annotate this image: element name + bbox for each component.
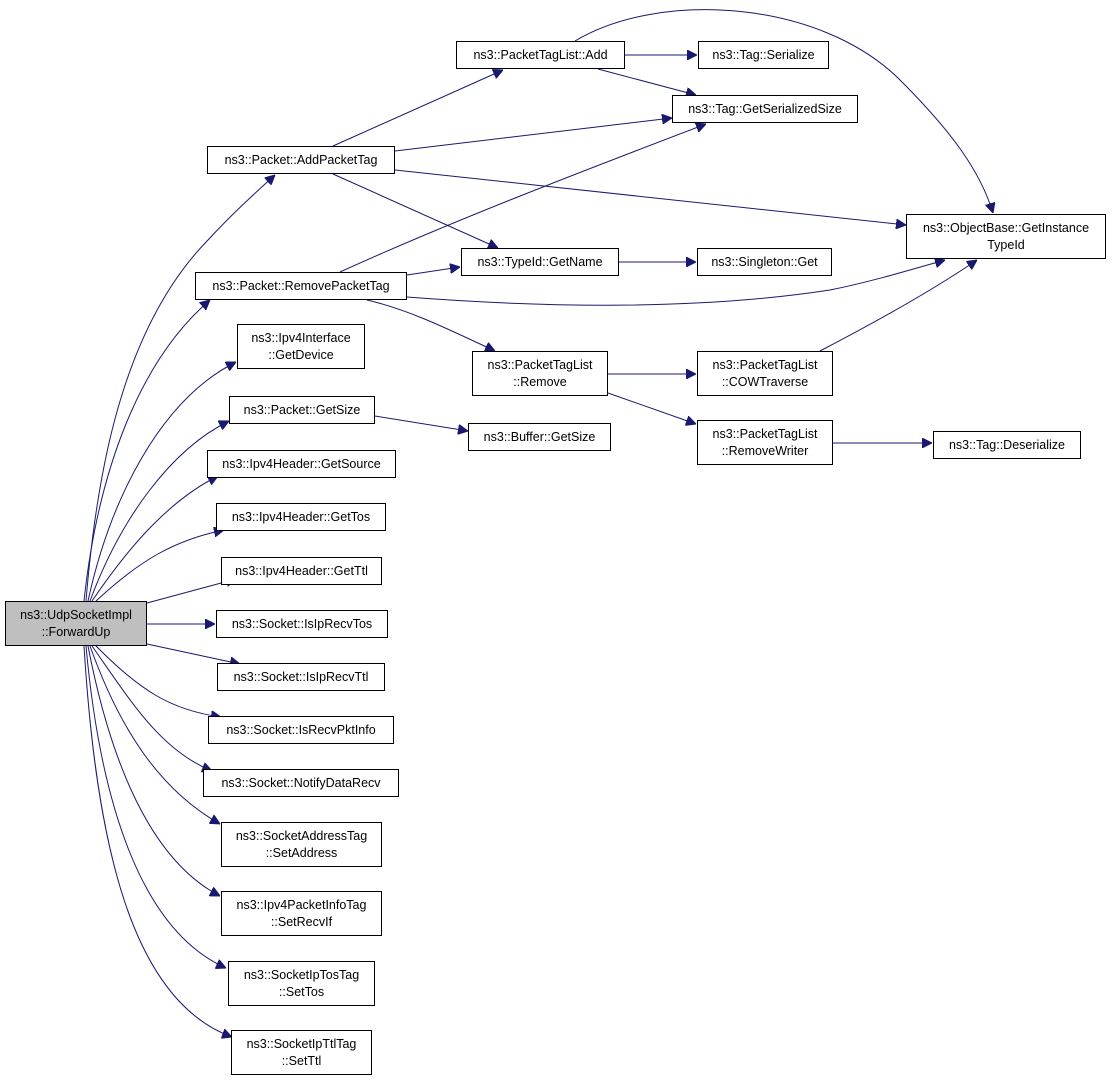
- node-label-line2: ::RemoveWriter: [721, 443, 809, 458]
- edge-from-removepackettag-to-ptl_remove: [366, 299, 495, 351]
- node-udpsocketimpl-forwardup[interactable]: ns3::UdpSocketImpl ::ForwardUp: [5, 601, 147, 646]
- node-ipv4header-gettos[interactable]: ns3::Ipv4Header::GetTos: [216, 503, 386, 531]
- edge-from-ptl_cowtraverse-to-objectbase_getinstancetypeid: [819, 260, 977, 352]
- node-buffer-getsize[interactable]: ns3::Buffer::GetSize: [468, 423, 611, 451]
- node-tag-serialize[interactable]: ns3::Tag::Serialize: [698, 41, 829, 69]
- node-socketiptostag-settos[interactable]: ns3::SocketIpTosTag ::SetTos: [228, 961, 375, 1006]
- node-ipv4header-getsource[interactable]: ns3::Ipv4Header::GetSource: [207, 450, 396, 478]
- node-label-line2: ::SetAddress: [265, 845, 338, 860]
- node-ipv4header-getttl[interactable]: ns3::Ipv4Header::GetTtl: [221, 557, 382, 585]
- node-ipv4interface-getdevice[interactable]: ns3::Ipv4Interface ::GetDevice: [237, 324, 365, 369]
- node-label: ns3::Socket::NotifyDataRecv: [221, 775, 381, 790]
- node-packet-removepackettag[interactable]: ns3::Packet::RemovePacketTag: [195, 272, 407, 300]
- node-label-line1: ns3::SocketIpTtlTag: [246, 1036, 357, 1051]
- edge-from-addpackettag-to-objectbase_getinstancetypeid: [394, 169, 906, 225]
- edge-from-ptl_add-to-tag_getserializedsize: [597, 68, 696, 95]
- edge-from-addpackettag-to-typeid_getname: [332, 173, 498, 248]
- node-label-line2: ::SetRecvIf: [270, 914, 333, 929]
- node-label: ns3::Tag::Deserialize: [948, 437, 1066, 452]
- node-label-line2: ::COWTraverse: [721, 374, 809, 389]
- node-socket-isrecvpktinfo[interactable]: ns3::Socket::IsRecvPktInfo: [208, 716, 394, 744]
- node-label-line1: ns3::PacketTagList: [712, 426, 818, 441]
- node-packettaglist-removewriter[interactable]: ns3::PacketTagList ::RemoveWriter: [697, 420, 833, 465]
- edge-from-forwardup-to-isiprecvttl: [146, 643, 240, 664]
- node-label-line1: ns3::PacketTagList: [712, 357, 818, 372]
- node-label-line1: ns3::SocketAddressTag: [235, 828, 368, 843]
- edge-from-forwardup-to-isrecvpktinfo: [95, 645, 221, 717]
- node-label-line1: ns3::SocketIpTosTag: [243, 967, 360, 982]
- node-label: ns3::Buffer::GetSize: [483, 429, 596, 444]
- node-label: ns3::Socket::IsIpRecvTtl: [233, 669, 369, 684]
- node-label-line2: ::SetTos: [278, 984, 325, 999]
- edge-from-removepackettag-to-typeid_getname: [406, 267, 460, 276]
- node-label-line2: ::GetDevice: [268, 347, 334, 362]
- edge-from-forwardup-to-getsource: [91, 476, 218, 602]
- node-label: ns3::Ipv4Header::GetTos: [231, 509, 371, 524]
- node-packettaglist-cowtraverse[interactable]: ns3::PacketTagList ::COWTraverse: [697, 351, 833, 396]
- node-singleton-get[interactable]: ns3::Singleton::Get: [697, 248, 832, 276]
- edge-from-forwardup-to-removepackettag: [83, 300, 210, 602]
- edge-from-ptl_add-to-objectbase_getinstancetypeid: [574, 9, 993, 213]
- node-label: ns3::Socket::IsIpRecvTos: [231, 616, 373, 631]
- node-label-line2: ::Remove: [513, 374, 567, 389]
- node-packet-getsize[interactable]: ns3::Packet::GetSize: [229, 396, 375, 424]
- node-label: ns3::Ipv4Header::GetTtl: [235, 563, 368, 578]
- edge-from-forwardup-to-settos: [85, 645, 226, 968]
- node-label-line2: ::ForwardUp: [41, 624, 111, 639]
- edge-from-forwardup-to-setttl: [83, 645, 232, 1037]
- node-label: ns3::Tag::GetSerializedSize: [688, 101, 842, 116]
- edge-from-forwardup-to-notifydatarecv: [91, 645, 212, 771]
- edge-from-addpackettag-to-ptl_add: [332, 70, 503, 147]
- node-socket-isiprecvtos[interactable]: ns3::Socket::IsIpRecvTos: [216, 610, 388, 638]
- node-label: ns3::Ipv4Header::GetSource: [222, 456, 381, 471]
- node-objectbase-getinstancetypeid[interactable]: ns3::ObjectBase::GetInstance TypeId: [906, 214, 1106, 259]
- node-packet-addpackettag[interactable]: ns3::Packet::AddPacketTag: [207, 146, 395, 174]
- node-label-line2: ::SetTtl: [281, 1053, 322, 1068]
- node-label-line1: ns3::ObjectBase::GetInstance: [922, 220, 1090, 235]
- node-packettaglist-add[interactable]: ns3::PacketTagList::Add: [456, 41, 625, 69]
- node-typeid-getname[interactable]: ns3::TypeId::GetName: [461, 248, 619, 276]
- edge-from-forwardup-to-setrecvif: [87, 645, 220, 896]
- edge-from-removepackettag-to-objectbase_getinstancetypeid: [406, 260, 945, 306]
- node-socket-notifydatarecv[interactable]: ns3::Socket::NotifyDataRecv: [203, 769, 399, 797]
- node-tag-getserializedsize[interactable]: ns3::Tag::GetSerializedSize: [672, 95, 858, 123]
- node-socketaddresstag-setaddress[interactable]: ns3::SocketAddressTag ::SetAddress: [221, 822, 382, 867]
- node-label-line1: ns3::Ipv4Interface: [251, 330, 351, 345]
- edge-from-addpackettag-to-tag_getserializedsize: [394, 118, 672, 152]
- node-label: ns3::Packet::AddPacketTag: [224, 152, 378, 167]
- node-ipv4packetinfotag-setrecvif[interactable]: ns3::Ipv4PacketInfoTag ::SetRecvIf: [221, 891, 382, 936]
- edge-from-forwardup-to-packet_getsize: [89, 421, 229, 602]
- node-label: ns3::TypeId::GetName: [477, 254, 603, 269]
- node-socket-isiprecvttl[interactable]: ns3::Socket::IsIpRecvTtl: [217, 663, 385, 691]
- node-label: ns3::Socket::IsRecvPktInfo: [226, 722, 376, 737]
- edge-from-packet_getsize-to-buffer_getsize: [374, 415, 468, 431]
- node-label-line1: ns3::Ipv4PacketInfoTag: [236, 897, 367, 912]
- edge-from-forwardup-to-setaddress: [89, 645, 220, 824]
- node-label: ns3::Packet::RemovePacketTag: [212, 278, 390, 293]
- node-label-line2: TypeId: [987, 237, 1025, 252]
- node-label: ns3::PacketTagList::Add: [473, 47, 608, 62]
- edge-from-forwardup-to-gettos: [95, 530, 224, 602]
- node-label: ns3::Singleton::Get: [711, 254, 818, 269]
- edge-from-forwardup-to-ipv4iface_getdevice: [87, 362, 236, 602]
- edge-from-removepackettag-to-tag_getserializedsize: [339, 124, 706, 273]
- node-label: ns3::Tag::Serialize: [712, 47, 815, 62]
- node-label-line1: ns3::UdpSocketImpl: [20, 607, 132, 622]
- node-label: ns3::Packet::GetSize: [243, 402, 361, 417]
- node-label-line1: ns3::PacketTagList: [487, 357, 593, 372]
- edge-from-ptl_remove-to-ptl_removewriter: [607, 392, 696, 424]
- edge-from-forwardup-to-addpackettag: [85, 175, 275, 602]
- node-tag-deserialize[interactable]: ns3::Tag::Deserialize: [933, 431, 1081, 459]
- node-socketipttltag-setttl[interactable]: ns3::SocketIpTtlTag ::SetTtl: [231, 1030, 372, 1075]
- node-packettaglist-remove[interactable]: ns3::PacketTagList ::Remove: [472, 351, 608, 396]
